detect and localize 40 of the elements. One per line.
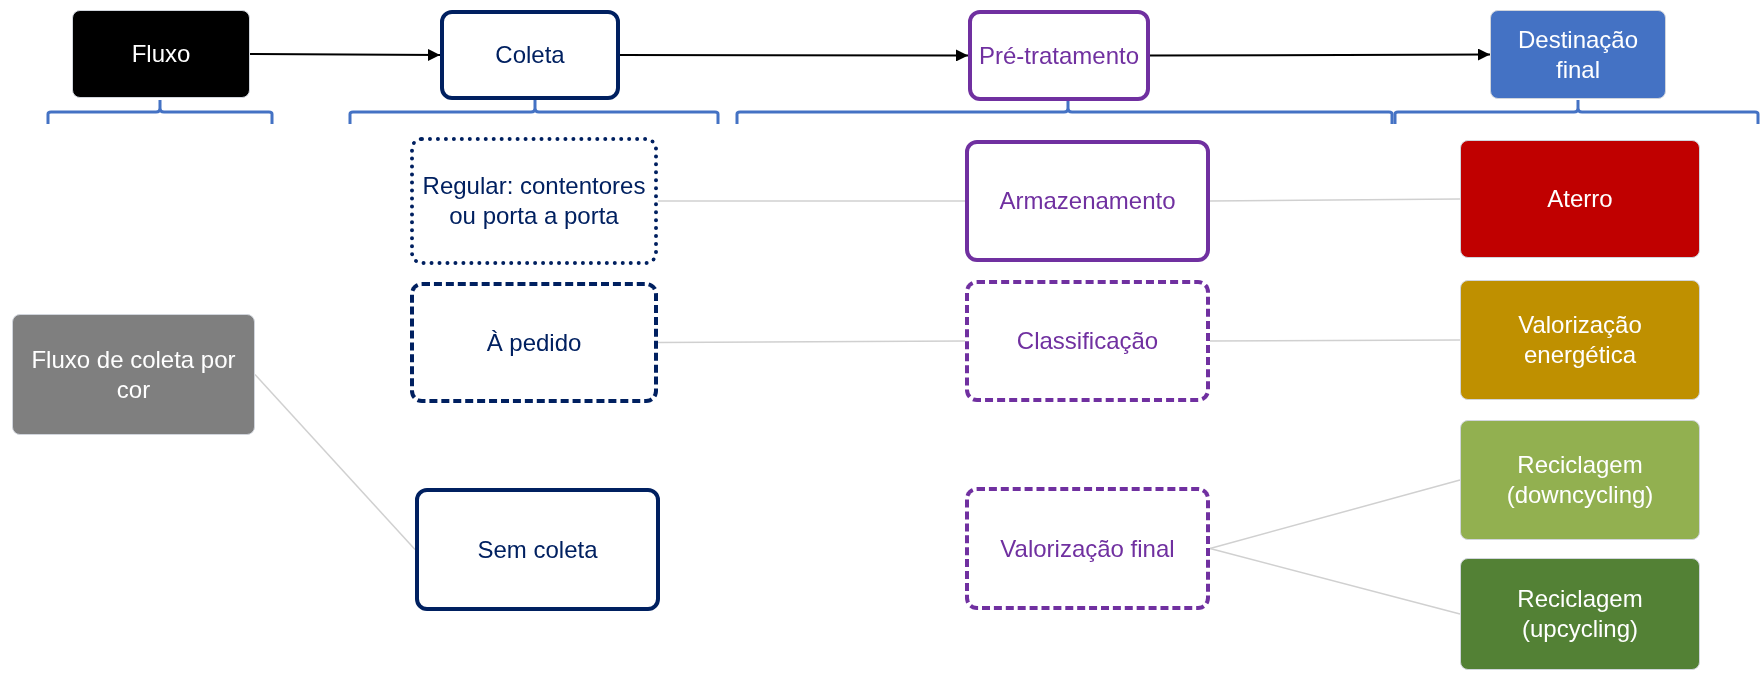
process-box bbox=[965, 487, 1210, 610]
header-box bbox=[1490, 10, 1666, 99]
node-label: Valorização final bbox=[1000, 533, 1175, 564]
node-label: Reciclagem (downcycling) bbox=[1505, 450, 1655, 510]
connector-line bbox=[254, 373, 416, 551]
node-label: Fluxo bbox=[131, 39, 191, 69]
header-box bbox=[968, 10, 1150, 101]
node-label: Reciclagem (upcycling) bbox=[1516, 584, 1644, 644]
node-label: Classificação bbox=[1016, 326, 1159, 356]
process-box bbox=[965, 280, 1210, 402]
connector-line bbox=[1209, 198, 1461, 202]
process-box bbox=[1460, 140, 1700, 258]
connector-line bbox=[1209, 339, 1461, 342]
process-box bbox=[410, 282, 658, 403]
node-label: Regular: contentores ou porta a porta bbox=[421, 171, 647, 231]
node-label: Coleta bbox=[495, 40, 565, 70]
process-box bbox=[410, 137, 658, 265]
process-box bbox=[965, 140, 1210, 262]
arrow bbox=[619, 49, 969, 62]
connector-line bbox=[1209, 479, 1461, 550]
node-label: À pedido bbox=[486, 327, 582, 358]
node-label: Destinação final bbox=[1516, 24, 1640, 85]
header-box bbox=[72, 10, 250, 98]
process-box bbox=[12, 314, 255, 435]
arrow bbox=[1149, 48, 1491, 61]
node-label: Aterro bbox=[1547, 184, 1613, 214]
node-label: Valorização energética bbox=[1517, 310, 1643, 370]
node-label: Sem coleta bbox=[477, 534, 598, 565]
arrow bbox=[249, 48, 441, 61]
process-box bbox=[1460, 558, 1700, 670]
node-label: Fluxo de coleta por cor bbox=[30, 344, 237, 405]
node-label: Armazenamento bbox=[999, 186, 1176, 216]
connector-line bbox=[657, 340, 966, 344]
process-box bbox=[1460, 420, 1700, 540]
connector-line bbox=[1209, 547, 1461, 615]
node-label: Pré-tratamento bbox=[978, 40, 1140, 71]
connector-line bbox=[657, 200, 966, 202]
header-box bbox=[440, 10, 620, 100]
process-box bbox=[415, 488, 660, 611]
process-box bbox=[1460, 280, 1700, 400]
